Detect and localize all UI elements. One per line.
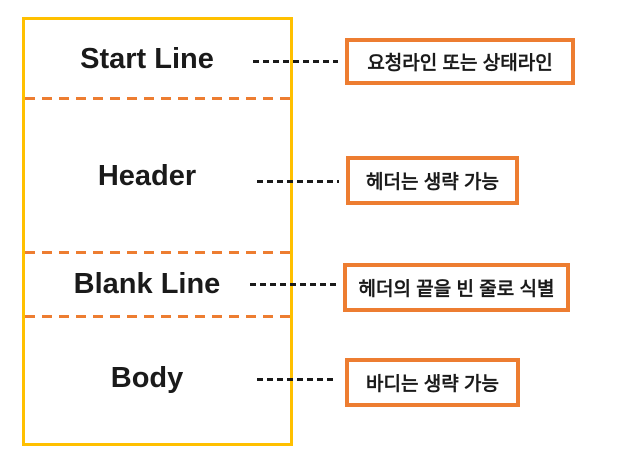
connector-line-blank-line [250, 283, 338, 286]
http-message-box [22, 17, 293, 446]
section-divider-header-blankline [25, 251, 290, 254]
section-label-blank-line: Blank Line [73, 268, 221, 300]
section-divider-blankline-body [25, 315, 290, 318]
section-divider-startline-header [25, 97, 290, 100]
annotation-box-start-line: 요청라인 또는 상태라인 [345, 38, 575, 85]
section-label-start-line: Start Line [80, 43, 214, 75]
connector-line-header [257, 180, 339, 183]
section-label-header: Header [97, 160, 197, 192]
annotation-box-blank-line: 헤더의 끝을 빈 줄로 식별 [343, 263, 570, 312]
annotation-box-body: 바디는 생략 가능 [345, 358, 520, 407]
connector-line-body [257, 378, 337, 381]
connector-line-start-line [253, 60, 338, 63]
section-label-body: Body [110, 362, 184, 394]
annotation-box-header: 헤더는 생략 가능 [346, 156, 519, 205]
